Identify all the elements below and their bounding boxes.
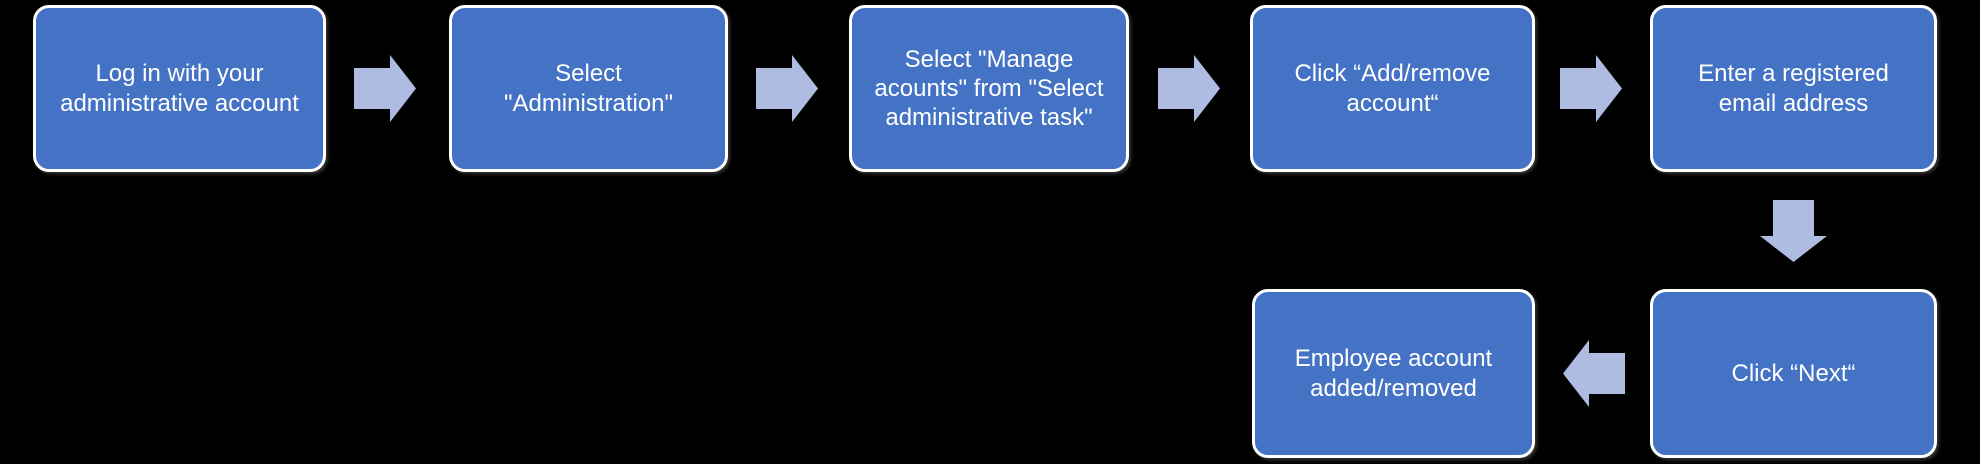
flow-step-select-administration: Select "Administration" [449, 5, 728, 172]
flow-step-select-administration-label: Select "Administration" [503, 60, 674, 117]
flow-step-click-next: Click “Next“ [1650, 289, 1937, 458]
arrow-right-icon [354, 54, 417, 123]
flow-step-select-manage-accounts-label: Select "Manage acounts" from "Select adm… [874, 45, 1104, 132]
flow-step-click-next-label: Click “Next“ [1731, 359, 1856, 387]
arrow-right-icon [1560, 54, 1623, 123]
flow-step-click-add-remove-account: Click “Add/remove account“ [1250, 5, 1535, 172]
arrow-right-icon [1158, 54, 1221, 123]
flow-step-account-added-removed-label: Employee account added/removed [1294, 345, 1493, 402]
arrow-left-icon [1562, 339, 1625, 408]
flow-step-login: Log in with your administrative account [33, 5, 326, 172]
arrow-right-icon [756, 54, 819, 123]
flow-step-login-label: Log in with your administrative account [60, 60, 299, 117]
arrow-down-icon [1759, 200, 1828, 263]
flow-step-account-added-removed: Employee account added/removed [1252, 289, 1535, 458]
flow-step-select-manage-accounts: Select "Manage acounts" from "Select adm… [849, 5, 1129, 172]
flow-step-enter-email: Enter a registered email address [1650, 5, 1937, 172]
flow-step-enter-email-label: Enter a registered email address [1698, 60, 1889, 117]
flow-step-click-add-remove-account-label: Click “Add/remove account“ [1294, 60, 1491, 117]
